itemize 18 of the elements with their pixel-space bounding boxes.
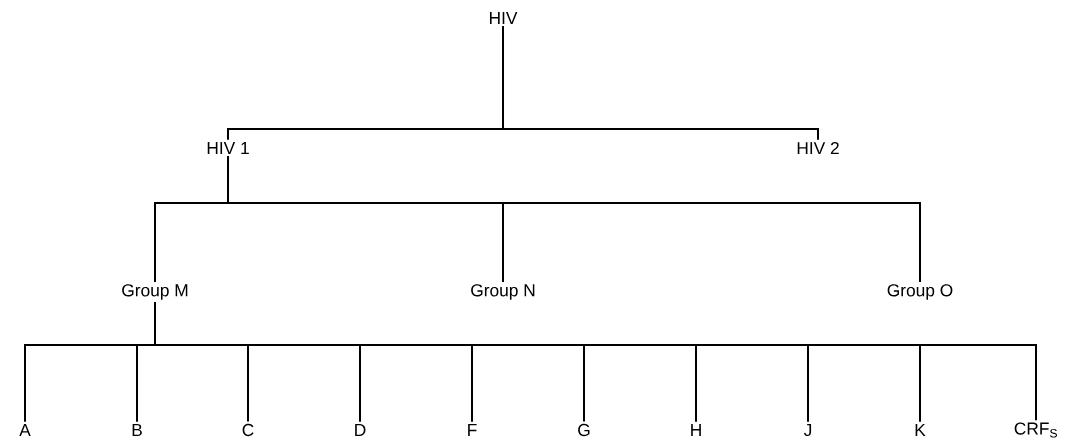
- tree-branch: [502, 25, 819, 141]
- node-label: Group N: [471, 284, 535, 300]
- node-label: J: [803, 423, 812, 437]
- node-label: K: [915, 424, 926, 436]
- node-label: HIV: [490, 12, 518, 24]
- node-label: Group M: [122, 284, 188, 300]
- node-label: H: [691, 424, 701, 436]
- node-label: C: [242, 423, 254, 437]
- node-label: F: [468, 424, 477, 436]
- node-label: HIV 1: [207, 142, 249, 154]
- node-label: B: [132, 424, 142, 436]
- node-label: Group O: [887, 284, 953, 300]
- node-label: D: [355, 424, 366, 436]
- node-label: CRF$_{S}$: [1014, 422, 1057, 438]
- node-label: A: [19, 424, 31, 436]
- node-label: G: [578, 423, 590, 437]
- tree-branch: [227, 155, 921, 283]
- node-label: HIV 2: [797, 141, 839, 155]
